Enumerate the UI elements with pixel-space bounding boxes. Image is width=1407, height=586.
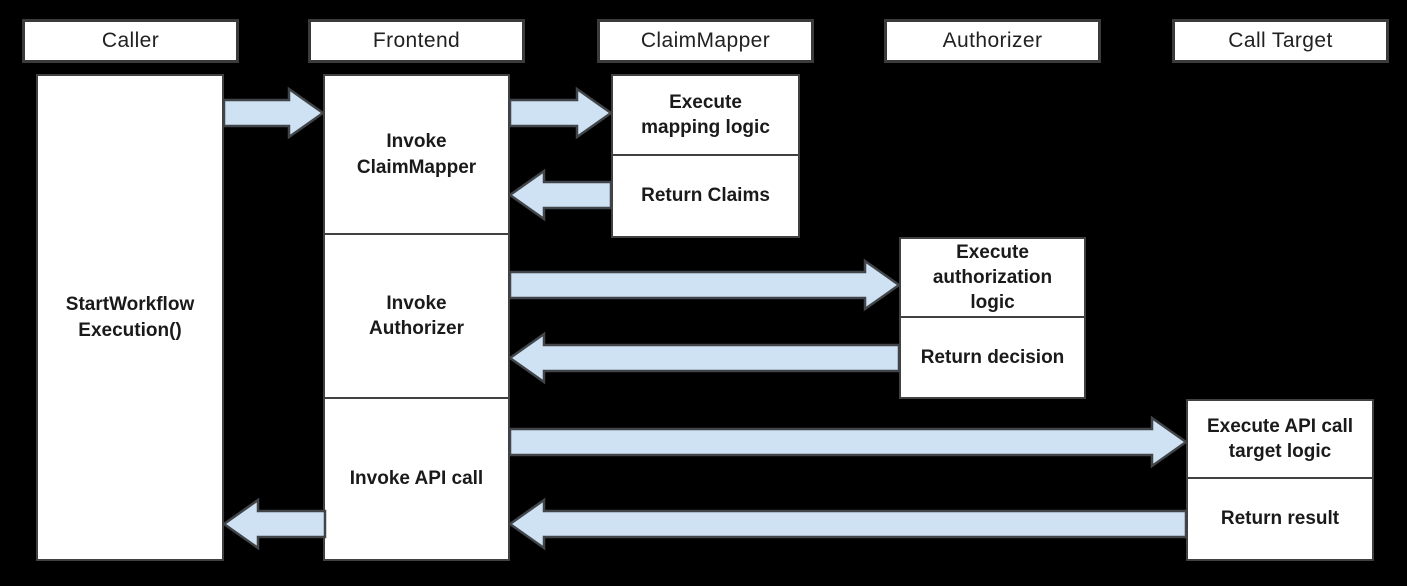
activity-box-startworkflowexecution: StartWorkflow Execution() <box>36 74 224 561</box>
activity-box-execute-api-call-target-logic: Execute API call target logic <box>1186 399 1374 479</box>
lifeline-header-calltarget: Call Target <box>1172 19 1389 63</box>
activity-box-invoke-authorizer: Invoke Authorizer <box>323 233 510 399</box>
lifeline-header-authorizer: Authorizer <box>884 19 1101 63</box>
arrow-frontend-to-authorizer-icon <box>508 258 902 312</box>
arrow-frontend-return-to-caller-icon <box>221 497 327 551</box>
arrow-claimmapper-return-icon <box>507 168 613 222</box>
activity-label: Execute mapping logic <box>641 91 770 138</box>
activity-label: Execute API call target logic <box>1206 415 1354 462</box>
activity-label: Return Claims <box>641 185 770 207</box>
activity-box-execute-authorization-logic: Execute authorization logic <box>899 237 1086 318</box>
activity-box-invoke-api-call: Invoke API call <box>323 397 510 561</box>
activity-box-invoke-claimmapper: Invoke ClaimMapper <box>323 74 510 235</box>
activity-box-return-claims: Return Claims <box>611 154 800 238</box>
activity-box-return-decision: Return decision <box>899 316 1086 399</box>
arrow-caller-to-frontend-icon <box>222 86 326 140</box>
activity-label: Return result <box>1220 508 1340 530</box>
arrow-authorizer-return-icon <box>507 331 901 385</box>
activity-label: Invoke API call <box>349 468 484 490</box>
arrow-frontend-to-claimmapper-icon <box>508 86 614 140</box>
activity-box-execute-mapping-logic: Execute mapping logic <box>611 74 800 156</box>
arrow-frontend-to-calltarget-icon <box>508 415 1189 469</box>
lifeline-header-caller: Caller <box>22 19 239 63</box>
lifeline-header-claimmapper: ClaimMapper <box>597 19 814 63</box>
lifeline-header-frontend: Frontend <box>308 19 525 63</box>
arrow-calltarget-return-icon <box>507 497 1188 551</box>
activity-label: StartWorkflow Execution() <box>65 294 195 341</box>
activity-label: Invoke Authorizer <box>369 292 464 339</box>
activity-box-return-result: Return result <box>1186 477 1374 561</box>
activity-label: Execute authorization logic <box>932 241 1053 314</box>
activity-label: Invoke ClaimMapper <box>356 131 477 178</box>
activity-label: Return decision <box>920 346 1065 368</box>
